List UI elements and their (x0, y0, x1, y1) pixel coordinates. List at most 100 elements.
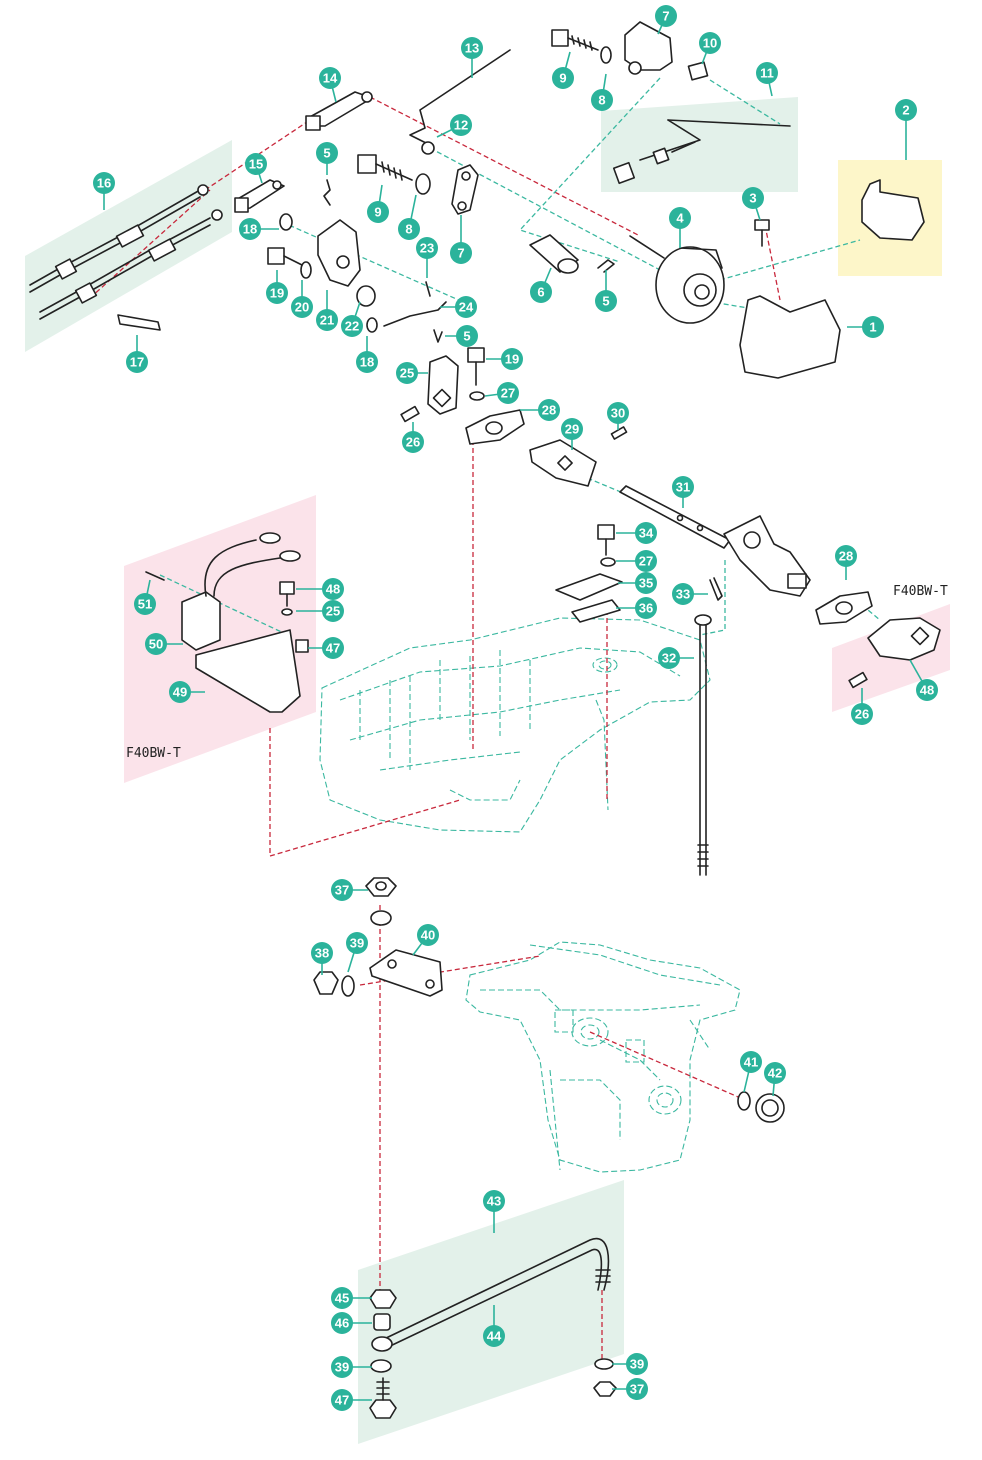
callout-bubble (742, 187, 764, 209)
callout-c42: 42 (764, 1062, 786, 1097)
callout-bubble (311, 942, 333, 964)
part-27-washer-a (469, 391, 485, 401)
callout-bubble (93, 172, 115, 194)
callout-number: 12 (454, 118, 468, 133)
part-30-pin (610, 426, 628, 440)
callout-bubble (483, 1325, 505, 1347)
part-37-nut-b (593, 1381, 617, 1397)
part-13-throttle-rod (409, 49, 511, 146)
part-9-bolt-b (357, 154, 413, 181)
callout-bubble (356, 351, 378, 373)
callout-number: 15 (249, 157, 263, 172)
callout-bubble (851, 703, 873, 725)
part-18-washer-a (279, 213, 293, 231)
callout-c49: 49 (169, 681, 205, 703)
callout-bubble (316, 142, 338, 164)
part-36-plate (571, 599, 621, 623)
callout-number: 44 (487, 1329, 502, 1344)
part-5-clip-a (323, 179, 331, 206)
callout-number: 22 (345, 319, 359, 334)
part-28-holder-b (815, 591, 873, 625)
panel-link-rod (601, 97, 798, 192)
callout-number: 51 (138, 597, 152, 612)
callout-number: 19 (505, 352, 519, 367)
callout-c28a: 28 (520, 399, 560, 421)
callout-number: 38 (315, 946, 329, 961)
callout-c9b: 9 (367, 184, 389, 223)
callout-bubble (497, 382, 519, 404)
callout-number: 29 (565, 422, 579, 437)
callout-c51: 51 (134, 579, 156, 615)
callout-c27a: 27 (484, 382, 519, 404)
callout-bubble (266, 282, 288, 304)
callout-c39c: 39 (612, 1353, 648, 1375)
callout-bubble (417, 924, 439, 946)
part-5-clip-c (433, 329, 443, 343)
callout-c21: 21 (316, 290, 338, 331)
callout-c33: 33 (672, 583, 708, 605)
callout-bubble (916, 679, 938, 701)
callout-c43: 43 (483, 1190, 505, 1233)
callout-number: 37 (335, 883, 349, 898)
part-4-throttle-cam (629, 235, 725, 324)
part-3-screw (754, 219, 770, 247)
callout-bubble (699, 32, 721, 54)
callout-bubble (396, 362, 418, 384)
panel-shift-rod-assembly (358, 1180, 624, 1444)
callout-c32: 32 (658, 647, 694, 669)
part-23-spring-pin (425, 281, 431, 297)
callout-bubble (740, 1051, 762, 1073)
callout-c17: 17 (126, 335, 148, 373)
callout-number: 26 (406, 435, 420, 450)
part-51-screw (145, 571, 165, 581)
callout-number: 50 (149, 637, 163, 652)
callout-bubble (756, 62, 778, 84)
callout-c31: 31 (672, 476, 694, 508)
callout-number: 17 (130, 355, 144, 370)
part-20-washer (300, 261, 312, 279)
callout-c7b: 7 (450, 215, 472, 264)
callout-number: 18 (243, 222, 257, 237)
callout-number: 28 (839, 549, 853, 564)
part-8-washer-b (415, 173, 431, 195)
callout-bubble (635, 597, 657, 619)
callout-c14: 14 (319, 67, 341, 103)
callout-c40: 40 (412, 924, 439, 956)
part-18-washer-b (366, 317, 378, 333)
part-49-switch-bracket (195, 629, 301, 713)
callout-c5b: 5 (595, 270, 617, 312)
callout-number: 27 (639, 554, 653, 569)
part-7-lever-a (624, 21, 673, 75)
callout-bubble (461, 37, 483, 59)
callout-number: 30 (611, 406, 625, 421)
callout-bubble (672, 583, 694, 605)
callout-c30: 30 (607, 402, 629, 430)
callout-number: 48 (326, 582, 340, 597)
callout-c18b: 18 (356, 336, 378, 373)
callout-bubble (607, 402, 629, 424)
callout-bubble (561, 418, 583, 440)
callout-number: 11 (760, 66, 774, 81)
callout-bubble (895, 99, 917, 121)
part-11-link-rod (612, 119, 791, 185)
callout-bubble (316, 309, 338, 331)
callout-c47b: 47 (331, 1389, 372, 1411)
callout-number: 36 (639, 601, 653, 616)
part-27-washer-b (600, 557, 616, 567)
callout-c38: 38 (311, 942, 333, 975)
part-8-washer-a (600, 46, 612, 64)
callout-number: 40 (421, 928, 435, 943)
part-34-bolt (597, 524, 615, 556)
callout-number: 41 (744, 1055, 758, 1070)
callout-bubble (530, 281, 552, 303)
part-45-nut (369, 1289, 397, 1309)
callout-bubble (322, 600, 344, 622)
callouts: 1234555677889910111213141516171818191920… (93, 5, 938, 1411)
callout-c26a: 26 (402, 422, 424, 453)
callout-c22: 22 (341, 301, 363, 337)
part-32-shift-rod (694, 614, 712, 876)
callout-bubble (239, 218, 261, 240)
part-35-plate (555, 573, 623, 601)
callout-c19b: 19 (486, 348, 523, 370)
